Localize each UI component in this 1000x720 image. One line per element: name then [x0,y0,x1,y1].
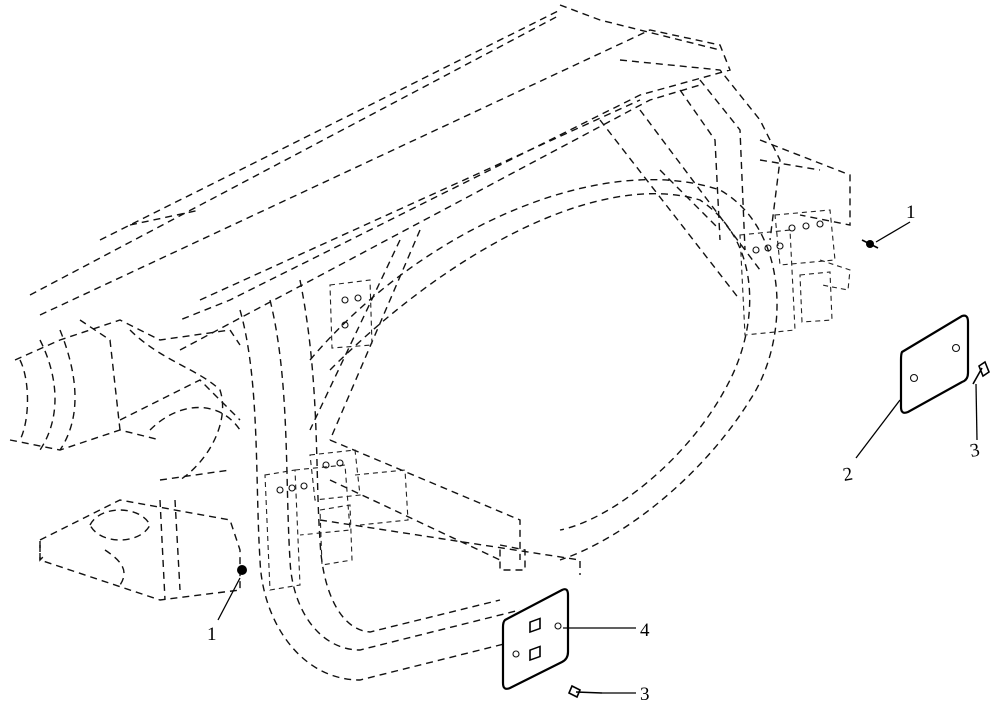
phantom-frame [9,4,851,681]
bolt-part-1-upper [861,239,879,249]
callout-3-right: 3 [968,440,981,462]
bolt-part-1-lower [237,565,247,575]
callout-1-upper: 1 [906,202,916,223]
callout-1-lower: 1 [207,624,217,645]
reflector-plate-part-4 [501,588,570,690]
screw-part-3-bottom [567,684,603,699]
screw-part-3-right [972,360,990,385]
reflector-plate-part-2 [899,314,970,414]
callout-4: 4 [640,620,650,641]
callout-3-bottom: 3 [640,684,650,705]
callout-2: 2 [841,464,854,486]
upper-hitch-bracket [739,209,851,336]
left-upper-bracket [329,279,373,349]
leader-lines [217,221,978,694]
lower-hitch-bracket [264,449,409,591]
